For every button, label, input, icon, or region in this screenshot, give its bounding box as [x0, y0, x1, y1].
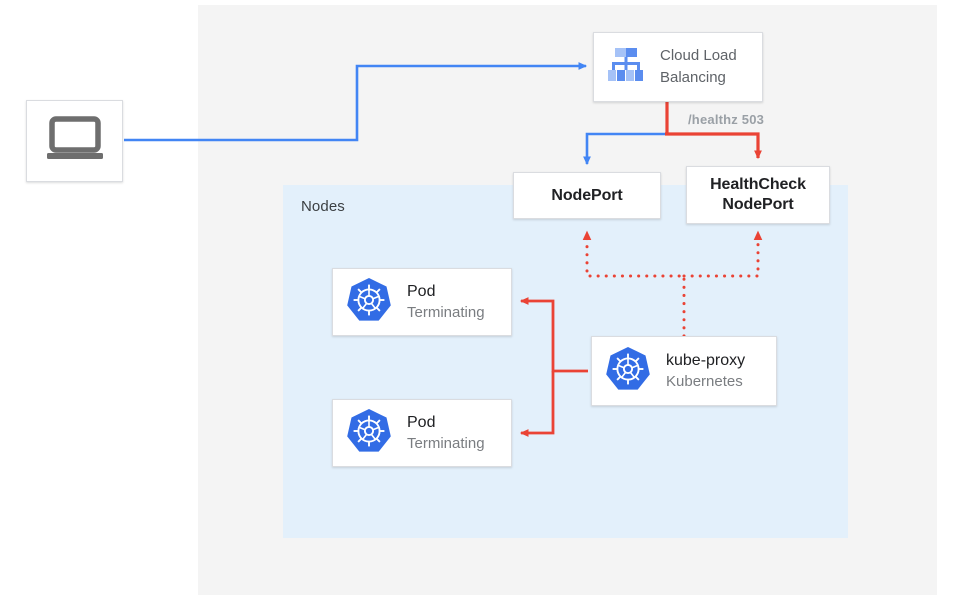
kubernetes-icon: [345, 407, 393, 460]
kubernetes-icon: [604, 345, 652, 398]
pod-node-2[interactable]: Pod Terminating: [332, 399, 512, 467]
pod-1-text: Pod Terminating: [407, 282, 485, 322]
kube-proxy-title: kube-proxy: [666, 351, 746, 369]
healthcheck-nodeport-text: HealthCheck NodePort: [710, 175, 806, 215]
pod-1-subtitle: Terminating: [407, 303, 485, 321]
healthcheck-nodeport-line2: NodePort: [722, 196, 794, 213]
pod-1-title: Pod: [407, 282, 436, 300]
nodeport-label: NodePort: [551, 186, 623, 204]
healthcheck-nodeport-line1: HealthCheck: [710, 176, 806, 193]
nodeport-node[interactable]: NodePort: [513, 172, 661, 219]
healthz-edge-label: /healthz 503: [688, 112, 765, 127]
cloud-load-balancing-text: Cloud Load Balancing: [660, 45, 737, 89]
kube-proxy-subtitle: Kubernetes: [666, 372, 743, 390]
kubernetes-icon: [345, 276, 393, 329]
healthcheck-nodeport-node[interactable]: HealthCheck NodePort: [686, 166, 830, 224]
cloud-load-balancing-icon: [604, 45, 648, 90]
cloud-load-balancing-line2: Balancing: [660, 69, 726, 86]
client-node[interactable]: [26, 100, 123, 182]
pod-2-subtitle: Terminating: [407, 434, 485, 452]
cloud-load-balancing-line1: Cloud Load: [660, 47, 737, 65]
cloud-load-balancing-node[interactable]: Cloud Load Balancing: [593, 32, 763, 102]
laptop-icon: [44, 115, 106, 168]
kube-proxy-text: kube-proxy Kubernetes: [666, 351, 745, 391]
pod-node-1[interactable]: Pod Terminating: [332, 268, 512, 336]
nodes-region-label: Nodes: [301, 198, 345, 215]
pod-2-text: Pod Terminating: [407, 413, 485, 453]
kube-proxy-node[interactable]: kube-proxy Kubernetes: [591, 336, 777, 406]
pod-2-title: Pod: [407, 413, 436, 431]
